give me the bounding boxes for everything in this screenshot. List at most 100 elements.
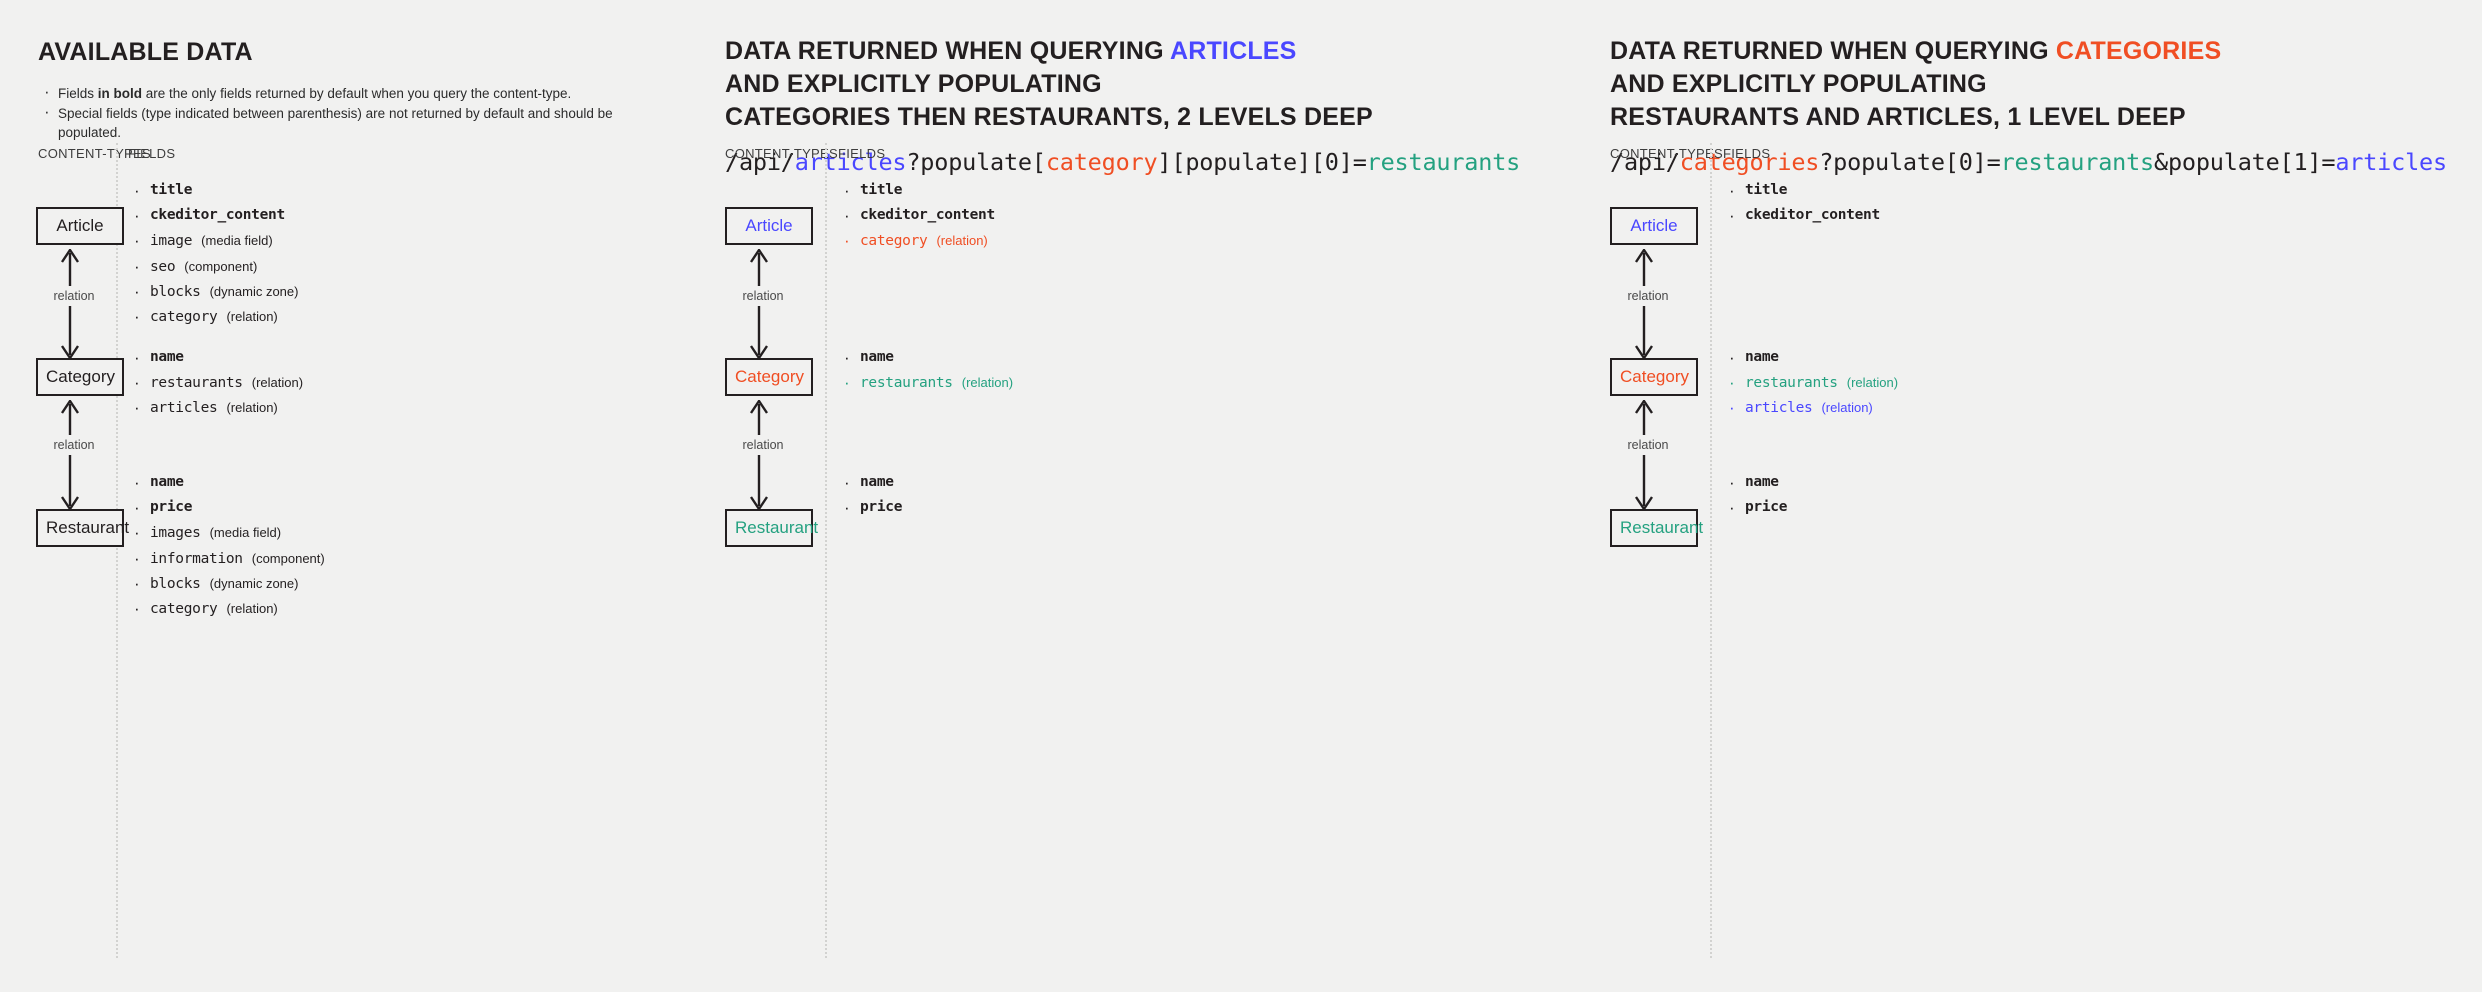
title-segment: DATA RETURNED WHEN QUERYING xyxy=(1610,37,2056,65)
content-type-box-category[interactable]: Category xyxy=(725,358,813,396)
panel-available-data: AVAILABLE DATAFields in bold are the onl… xyxy=(0,0,845,992)
field-row: articles (relation) xyxy=(1723,395,1898,420)
field-name: price xyxy=(860,499,903,516)
field-row: restaurants(relation) xyxy=(1723,370,1898,395)
title-segment: AND EXPLICITLY POPULATING xyxy=(1610,70,1987,98)
panel-query-articles: DATA RETURNED WHEN QUERYING ARTICLES AND … xyxy=(725,0,1605,992)
field-type: (media field) xyxy=(201,233,273,249)
column-header-content-types: CONTENT-TYPES xyxy=(725,146,838,161)
column-divider xyxy=(825,143,827,958)
field-type: (relation) xyxy=(226,600,278,616)
column-divider xyxy=(116,143,118,958)
content-type-box-article[interactable]: Article xyxy=(725,207,813,245)
field-row: seo(component) xyxy=(128,254,298,279)
field-row: name xyxy=(838,470,902,495)
column-header-fields: FIELDS xyxy=(1723,146,1771,161)
field-row: category(relation) xyxy=(128,304,298,329)
field-type: (dynamic zone) xyxy=(209,575,299,591)
field-name: restaurants xyxy=(150,375,243,392)
title-segment: DATA RETURNED WHEN QUERYING xyxy=(725,37,1170,65)
field-list-article: title ckeditor_content image(media field)s… xyxy=(128,178,298,329)
field-type: (relation) xyxy=(1821,400,1873,416)
api-url-segment: category xyxy=(1045,148,1158,176)
field-row: images(media field) xyxy=(128,520,325,545)
panel-title-line: DATA RETURNED WHEN QUERYING CATEGORIES xyxy=(1610,35,2221,68)
field-row: name xyxy=(128,345,303,370)
field-name: name xyxy=(150,474,184,490)
field-name: title xyxy=(1745,182,1788,198)
api-url-segment: articles xyxy=(2335,148,2447,176)
field-type: (relation) xyxy=(936,233,988,249)
field-row: ckeditor_content xyxy=(1723,203,1880,228)
api-url-segment: ?populate[0]= xyxy=(1819,148,2001,176)
column-header-fields: FIELDS xyxy=(128,146,176,161)
field-row: information(component) xyxy=(128,546,325,571)
relation-label: relation xyxy=(729,435,797,455)
field-type: (relation) xyxy=(251,375,304,391)
panel-title-line: AND EXPLICITLY POPULATING xyxy=(1610,68,2221,101)
field-name: name xyxy=(150,349,184,365)
field-row: restaurants(relation) xyxy=(838,370,1013,395)
api-url-segment: &populate[1]= xyxy=(2154,148,2336,176)
api-url-segment: categories xyxy=(1679,148,1820,176)
relation-label: relation xyxy=(40,435,108,455)
content-type-box-category[interactable]: Category xyxy=(1610,358,1698,396)
field-type: (dynamic zone) xyxy=(209,283,299,299)
field-row: image(media field) xyxy=(128,228,298,253)
content-type-box-restaurant[interactable]: Restaurant xyxy=(1610,509,1703,547)
field-row: name xyxy=(128,470,325,495)
title-segment: CATEGORIES THEN RESTAURANTS, 2 LEVELS DE… xyxy=(725,103,1373,131)
panel-title: DATA RETURNED WHEN QUERYING ARTICLES AND … xyxy=(725,35,1373,134)
field-row: price xyxy=(838,495,902,520)
field-row: blocks (dynamic zone) xyxy=(128,279,298,304)
field-type: (relation) xyxy=(226,400,278,416)
api-url-segment: ][populate][0]= xyxy=(1157,148,1367,176)
field-type: (relation) xyxy=(961,375,1014,391)
field-row: restaurants (relation) xyxy=(128,370,303,395)
field-row: title xyxy=(1723,178,1880,203)
field-name: articles xyxy=(1745,400,1813,417)
api-url: /api/categories?populate[0]=restaurants&… xyxy=(1610,148,2447,176)
field-row: price xyxy=(1723,495,1787,520)
api-url-segment: /api/ xyxy=(1610,148,1680,176)
field-type: (relation) xyxy=(1846,375,1899,391)
relation-arrow xyxy=(746,400,772,510)
field-row: blocks(dynamic zone) xyxy=(128,571,325,596)
title-segment: ARTICLES xyxy=(1169,37,1297,65)
field-row: title xyxy=(128,178,298,203)
field-name: images xyxy=(150,525,201,542)
field-list-restaurant: name price images(media field)information(… xyxy=(128,470,325,621)
relation-arrow xyxy=(1631,400,1657,510)
field-list-restaurant: name price xyxy=(1723,470,1787,521)
legend-note: Fields in bold are the only fields retur… xyxy=(38,82,678,103)
title-segment: CATEGORIES xyxy=(2055,37,2222,65)
relation-label: relation xyxy=(1614,435,1682,455)
column-header-content-types: CONTENT-TYPES xyxy=(1610,146,1723,161)
field-name: name xyxy=(860,474,894,490)
field-name: ckeditor_content xyxy=(150,207,285,224)
field-name: blocks xyxy=(150,283,201,300)
content-type-box-article[interactable]: Article xyxy=(36,207,124,245)
content-type-box-category[interactable]: Category xyxy=(36,358,124,396)
panel-title-line: AND EXPLICITLY POPULATING xyxy=(725,68,1373,101)
title-segment: RESTAURANTS AND ARTICLES, 1 LEVEL DEEP xyxy=(1610,103,2186,131)
api-url-segment: restaurants xyxy=(2000,148,2155,176)
legend-note: Special fields (type indicated between p… xyxy=(38,102,678,142)
field-row: title xyxy=(838,178,995,203)
field-name: ckeditor_content xyxy=(860,207,995,224)
field-name: category xyxy=(150,600,218,617)
content-type-box-restaurant[interactable]: Restaurant xyxy=(725,509,818,547)
content-type-box-article[interactable]: Article xyxy=(1610,207,1698,245)
content-type-box-restaurant[interactable]: Restaurant xyxy=(36,509,129,547)
relation-arrow xyxy=(57,400,83,510)
field-name: name xyxy=(1745,474,1779,490)
column-header-content-types: CONTENT-TYPES xyxy=(38,146,151,161)
field-name: price xyxy=(150,499,193,516)
field-row: category (relation) xyxy=(128,596,325,621)
